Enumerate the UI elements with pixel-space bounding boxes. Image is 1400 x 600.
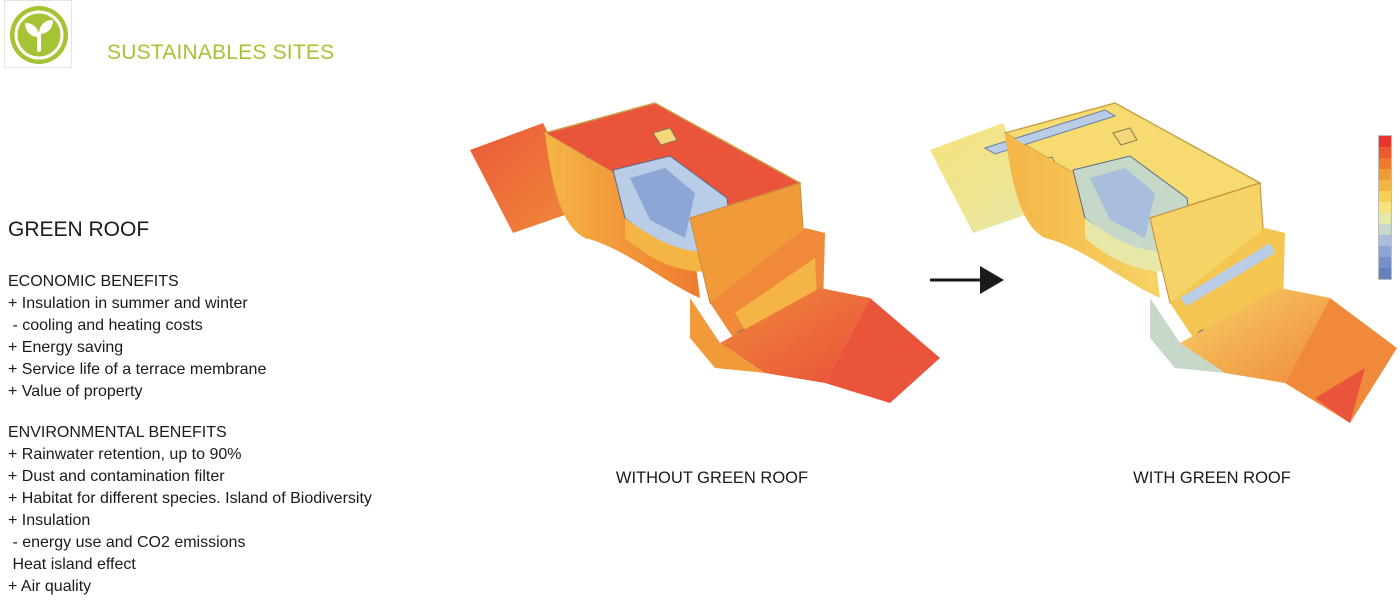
temperature-color-scale [1378,135,1392,280]
section-title: GREEN ROOF [8,218,150,241]
benefit-item: Heat island effect [8,556,136,573]
benefit-item: - energy use and CO2 emissions [8,534,246,551]
legend-swatch [1378,246,1392,257]
benefit-item: + Energy saving [8,339,124,356]
environmental-benefits: ENVIRONMENTAL BENEFITS + Rainwater reten… [8,422,428,598]
benefit-item: + Service life of a terrace membrane [8,361,267,378]
benefit-item: + Dust and contamination filter [8,468,225,485]
benefit-item: + Air quality [8,578,92,595]
environmental-heading: ENVIRONMENTAL BENEFITS [8,424,227,441]
caption-without-green-roof: WITHOUT GREEN ROOF [615,469,809,487]
legend-swatch [1378,202,1392,213]
legend-swatch [1378,169,1392,180]
legend-swatch [1378,257,1392,268]
economic-benefits: ECONOMIC BENEFITS + Insulation in summer… [8,271,428,403]
benefit-item: + Insulation in summer and winter [8,295,248,312]
site-title: SUSTAINABLES SITES [107,41,335,64]
legend-swatch [1378,158,1392,169]
arrow-right-icon [930,266,1004,294]
benefit-item: + Habitat for different species. Island … [8,490,372,507]
caption-with-green-roof: WITH GREEN ROOF [1133,469,1291,487]
benefit-item: + Value of property [8,383,143,400]
benefit-item: + Insulation [8,512,91,529]
benefit-item: + Rainwater retention, up to 90% [8,446,242,463]
benefit-item: - cooling and heating costs [8,317,203,334]
thermal-diagram-without-green-roof [470,102,940,403]
legend-swatch [1378,235,1392,246]
thermal-diagram-with-green-roof [930,102,1397,423]
legend-swatch [1378,268,1392,280]
legend-swatch [1378,224,1392,235]
logo [4,0,72,68]
legend-swatch [1378,180,1392,191]
legend-swatch [1378,191,1392,202]
legend-swatch [1378,135,1392,147]
sprout-icon [10,6,68,64]
legend-swatch [1378,213,1392,224]
economic-heading: ECONOMIC BENEFITS [8,273,179,290]
legend-swatch [1378,147,1392,158]
